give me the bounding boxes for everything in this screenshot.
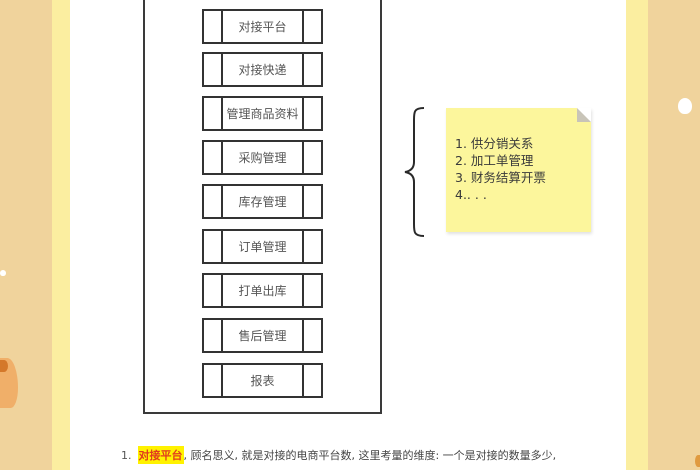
curly-brace-icon: [404, 107, 425, 237]
sticky-note-item: 2. 加工单管理: [455, 153, 534, 168]
highlighted-term: 对接平台: [137, 446, 184, 464]
module-box-product: 管理商品资料: [202, 96, 323, 131]
module-box-shipping: 打单出库: [202, 273, 323, 308]
body-paragraph: 1. 对接平台 , 顾名思义, 就是对接的电商平台数, 这里考量的维度: 一个是…: [121, 446, 556, 464]
decorative-leaf: [695, 455, 700, 467]
module-label: 订单管理: [238, 240, 287, 254]
sticky-note-item: 1. 供分销关系: [455, 136, 534, 151]
module-box-purchase: 采购管理: [202, 140, 323, 175]
module-label: 对接快递: [238, 63, 287, 77]
module-label: 管理商品资料: [226, 107, 299, 121]
module-box-express: 对接快递: [202, 52, 323, 87]
decorative-dot: [678, 98, 692, 114]
module-label: 库存管理: [238, 195, 287, 209]
module-box-platform: 对接平台: [202, 9, 323, 44]
sticky-note-list: 1. 供分销关系 2. 加工单管理 3. 财务结算开票 4.. . .: [455, 135, 546, 203]
module-box-order: 订单管理: [202, 229, 323, 264]
module-box-aftersales: 售后管理: [202, 318, 323, 353]
paragraph-text: , 顾名思义, 就是对接的电商平台数, 这里考量的维度: 一个是对接的数量多少,: [183, 449, 557, 462]
sticky-note-item: 3. 财务结算开票: [455, 170, 546, 185]
list-number: 1.: [121, 448, 132, 462]
sticky-note-item: 4.. . .: [455, 187, 487, 202]
module-box-reports: 报表: [202, 363, 323, 398]
module-label: 打单出库: [238, 284, 287, 298]
right-decorative-stripe: [622, 0, 648, 470]
module-label: 对接平台: [238, 20, 287, 34]
page-fold-icon: [577, 108, 591, 122]
sticky-note: 1. 供分销关系 2. 加工单管理 3. 财务结算开票 4.. . .: [446, 108, 591, 232]
module-label: 售后管理: [238, 329, 287, 343]
left-decorative-stripe: [52, 0, 72, 470]
decorative-leaf: [0, 360, 8, 372]
module-box-inventory: 库存管理: [202, 184, 323, 219]
module-label: 采购管理: [238, 151, 287, 165]
module-label: 报表: [250, 374, 275, 388]
decorative-dot: [0, 270, 6, 276]
